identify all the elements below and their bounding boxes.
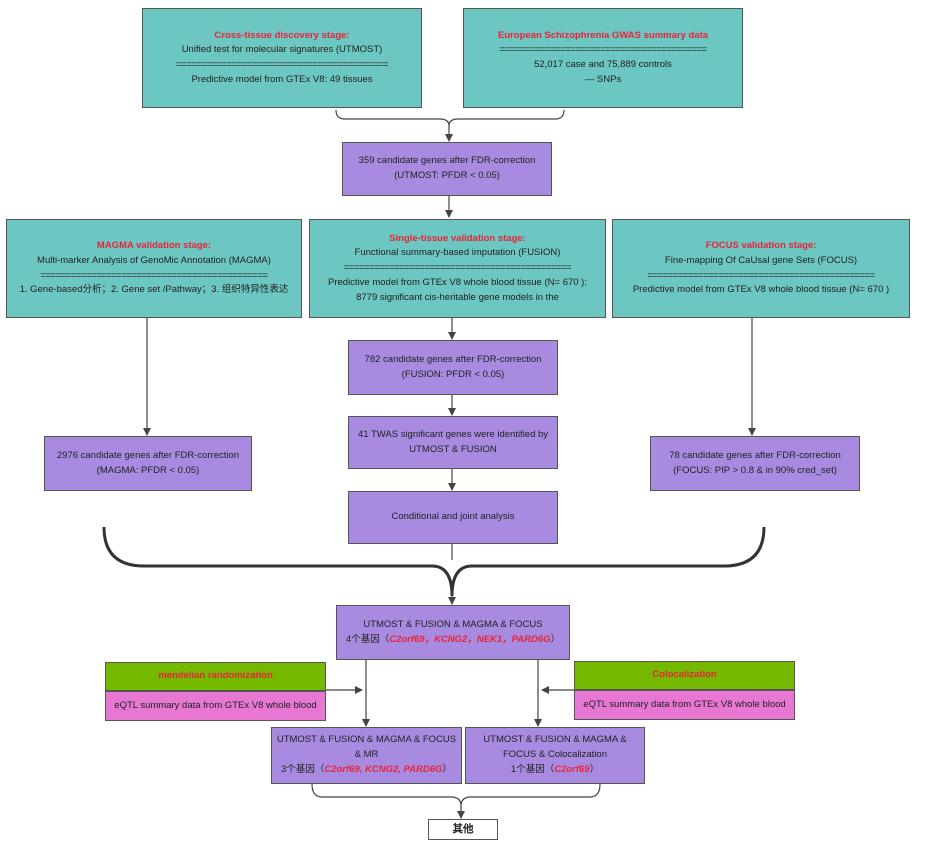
fusion-title: Single-tissue validation stage:: [389, 232, 526, 244]
mr-result-genes: C2orf69, KCNG2, PARD6G: [324, 763, 443, 775]
cross-tissue-separator: ========================================…: [175, 59, 389, 70]
combined-genes-box: UTMOST & FUSION & MAGMA & FOCUS 4个基因（C2o…: [336, 605, 570, 660]
gwas-title: European Schizophrenia GWAS summary data: [497, 29, 709, 41]
other-label: 其他: [452, 823, 474, 836]
fusion-candidates-count: 782 candidate genes after FDR-correction: [364, 353, 542, 365]
coloc-result-gene-list: 1个基因（C2orf69）: [510, 763, 600, 775]
fusion-candidates-box: 782 candidate genes after FDR-correction…: [348, 340, 558, 395]
mr-result-gene-list: 3个基因（C2orf69, KCNG2, PARD6G）: [281, 763, 452, 775]
focus-candidates-box: 78 candidate genes after FDR-correction …: [650, 436, 860, 491]
focus-candidates-count: 78 candidate genes after FDR-correction: [669, 449, 841, 461]
fusion-gene-models: 8779 significant cis-heritable gene mode…: [356, 291, 559, 303]
gwas-data-box: European Schizophrenia GWAS summary data…: [463, 8, 743, 108]
magma-candidates-box: 2976 candidate genes after FDR-correctio…: [44, 436, 252, 491]
fusion-candidates-threshold: (FUSION: PFDR < 0.05): [401, 368, 505, 380]
focus-title: FOCUS validation stage:: [705, 240, 817, 252]
cross-tissue-method: Unified test for molecular signatures (U…: [181, 44, 383, 56]
coloc-header-box: Colocalization: [574, 661, 795, 690]
fusion-stage-box: Single-tissue validation stage: Function…: [309, 219, 606, 318]
cross-tissue-model: Predictive model from GTEx V8: 49 tissue…: [191, 73, 373, 85]
mr-data-box: eQTL summary data from GTEx V8 whole blo…: [105, 691, 326, 721]
coloc-result-box: UTMOST & FUSION & MAGMA & FOCUS & Coloca…: [465, 727, 645, 784]
twas-methods: UTMOST & FUSION: [409, 443, 497, 455]
fusion-model: Predictive model from GTEx V8 whole bloo…: [328, 276, 587, 288]
coloc-data-label: eQTL summary data from GTEx V8 whole blo…: [583, 698, 786, 710]
conditional-analysis-label: Conditional and joint analysis: [391, 511, 515, 523]
magma-method: Multi-marker Analysis of GenoMic Annotat…: [37, 254, 271, 266]
coloc-result-methods: UTMOST & FUSION & MAGMA &: [483, 734, 627, 746]
combined-methods: UTMOST & FUSION & MAGMA & FOCUS: [363, 618, 543, 630]
magma-stage-box: MAGMA validation stage: Multi-marker Ana…: [6, 219, 302, 318]
combined-genes: C2orf69，KCNG2，NEK1，PARD6G: [389, 633, 551, 645]
focus-candidates-threshold: (FOCUS: PIP > 0.8 & in 90% cred_set): [673, 464, 837, 476]
gwas-sample-size: 52,017 case and 75,889 controls: [534, 59, 672, 70]
coloc-title: Colocalization: [652, 669, 717, 681]
focus-method: Fine-mapping Of CaUsal gene Sets (FOCUS): [664, 254, 858, 266]
magma-candidates-count: 2976 candidate genes after FDR-correctio…: [56, 449, 240, 461]
utmost-candidates-count: 359 candidate genes after FDR-correction: [358, 155, 536, 167]
utmost-candidates-threshold: (UTMOST: PFDR < 0.05): [394, 170, 500, 181]
cross-tissue-title: Cross-tissue discovery stage:: [214, 29, 350, 41]
focus-stage-box: FOCUS validation stage: Fine-mapping Of …: [612, 219, 910, 318]
mr-result-methods-2: & MR: [354, 749, 379, 761]
fusion-separator: ========================================…: [343, 262, 572, 274]
mr-title: mendelian randomization: [158, 670, 273, 682]
fusion-method: Functional summary-based imputation (FUS…: [354, 247, 561, 259]
conditional-analysis-box: Conditional and joint analysis: [348, 491, 558, 544]
gwas-snps: — SNPs: [584, 73, 622, 85]
mr-result-box: UTMOST & FUSION & MAGMA & FOCUS & MR 3个基…: [271, 727, 462, 784]
twas-genes-box: 41 TWAS significant genes were identifie…: [348, 416, 558, 469]
top-brace: [335, 109, 565, 127]
other-box: 其他: [428, 819, 498, 840]
mr-data-label: eQTL summary data from GTEx V8 whole blo…: [114, 699, 317, 711]
bottom-brace: [311, 783, 601, 807]
mr-header-box: mendelian randomization: [105, 662, 326, 691]
magma-title: MAGMA validation stage:: [96, 240, 212, 252]
magma-separator: ========================================…: [40, 269, 268, 281]
twas-genes-count: 41 TWAS significant genes were identifie…: [357, 428, 549, 440]
coloc-result-methods-2: FOCUS & Colocalization: [502, 749, 607, 761]
coloc-result-genes: C2orf69: [554, 763, 590, 775]
utmost-candidates-box: 359 candidate genes after FDR-correction…: [342, 142, 552, 196]
gwas-separator: ========================================…: [499, 44, 707, 56]
magma-candidates-threshold: (MAGMA: PFDR < 0.05): [96, 464, 200, 476]
focus-model: Predictive model from GTEx V8 whole bloo…: [632, 284, 890, 296]
coloc-data-box: eQTL summary data from GTEx V8 whole blo…: [574, 690, 795, 720]
mr-result-methods: UTMOST & FUSION & MAGMA & FOCUS: [276, 734, 457, 746]
cross-tissue-stage-box: Cross-tissue discovery stage: Unified te…: [142, 8, 422, 108]
magma-analyses: 1. Gene-based分析；2. Gene set /Pathway；3. …: [19, 284, 289, 296]
combined-gene-list: 4个基因（C2orf69，KCNG2，NEK1，PARD6G）: [345, 633, 561, 645]
focus-separator: ========================================…: [647, 269, 875, 281]
